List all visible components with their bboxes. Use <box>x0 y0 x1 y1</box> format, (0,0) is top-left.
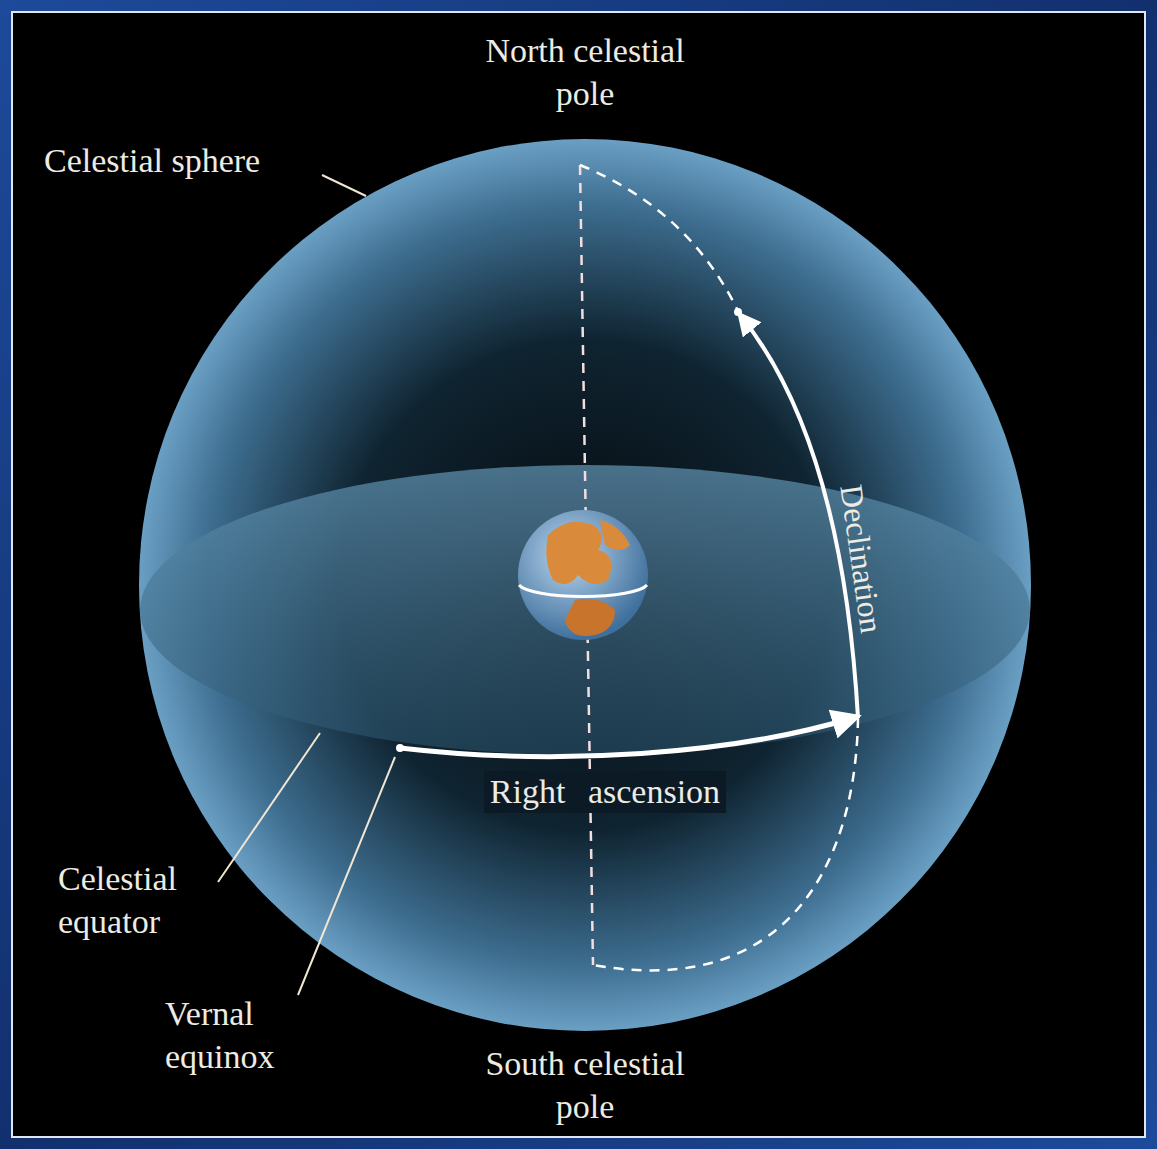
vernal-equinox-point <box>396 744 404 752</box>
ascension-label: Right ascension <box>484 771 726 814</box>
equator-label: Celestial equator <box>58 858 228 943</box>
meridian-dashed <box>580 165 740 315</box>
pole-label: South celestial pole <box>470 1043 700 1128</box>
leader-line <box>298 757 395 995</box>
leader-line <box>218 733 320 882</box>
right-ascension-arrow <box>400 717 856 757</box>
sphere-label: Celestial sphere <box>44 140 344 183</box>
frame <box>12 12 1145 1137</box>
leader-line <box>322 175 366 196</box>
pole-label: North celestial pole <box>470 30 700 115</box>
sphere <box>139 139 1031 1031</box>
equinox-label: Vernal equinox <box>165 993 325 1078</box>
earth <box>518 510 648 640</box>
star-point <box>734 308 742 316</box>
